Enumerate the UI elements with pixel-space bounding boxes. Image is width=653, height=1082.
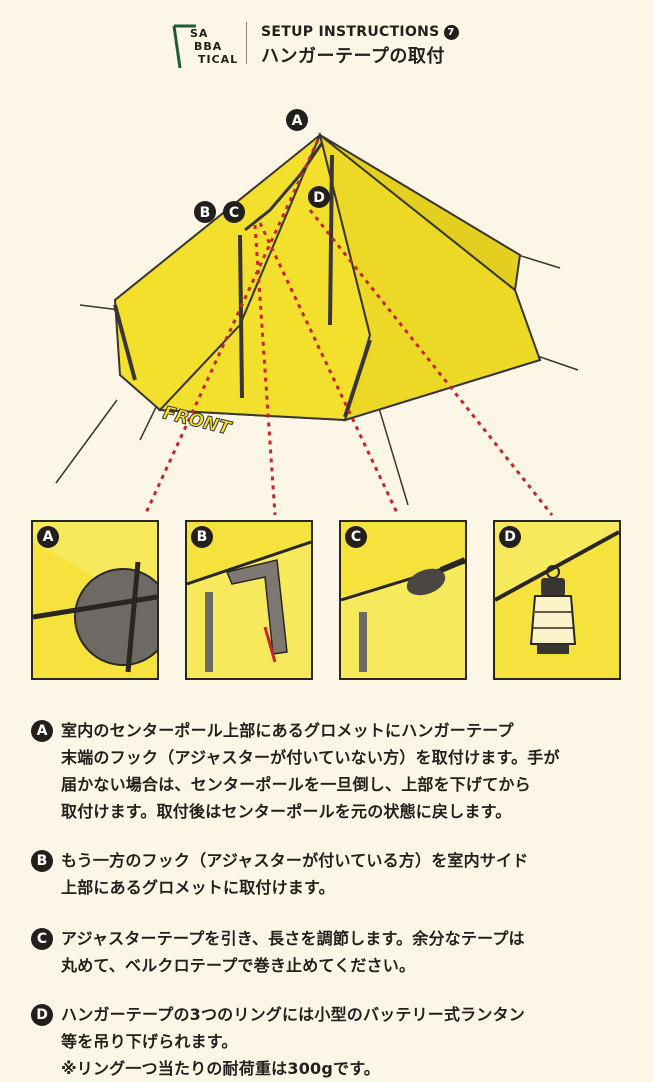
instruction-a-line: 届かない場合は、センターポールを一旦倒し、上部を下げてから — [61, 775, 531, 794]
callout-d: D — [313, 190, 325, 206]
detail-panels: A B C D — [31, 520, 625, 680]
instruction-d-label: D — [31, 1004, 53, 1026]
logo-mark-icon — [172, 24, 196, 68]
instruction-c-line: アジャスターテープを引き、長さを調節します。余分なテープは — [61, 929, 525, 948]
panel-d: D — [493, 520, 621, 680]
panel-b-label: B — [191, 526, 213, 548]
panel-c-label: C — [345, 526, 367, 548]
instruction-d-line: ※リング一つ当たりの耐荷重は300gです。 — [61, 1059, 381, 1078]
instruction-a-line: 室内のセンターポール上部にあるグロメットにハンガーテープ — [61, 721, 514, 740]
instruction-b-label: B — [31, 850, 53, 872]
panel-b: B — [185, 520, 313, 680]
instruction-b: B もう一方のフック（アジャスターが付いている方）を室内サイド 上部にあるグロメ… — [31, 850, 528, 901]
velcro-tape-detail-icon — [341, 557, 465, 678]
adjuster-hook-detail-icon — [187, 540, 311, 678]
panel-c: C — [339, 520, 467, 680]
instruction-b-line: もう一方のフック（アジャスターが付いている方）を室内サイド — [61, 851, 529, 870]
header: SA BBA TICAL SETUP INSTRUCTIONS 7 ハンガーテー… — [168, 22, 459, 68]
instruction-d-line: ハンガーテープの3つのリングには小型のバッテリー式ランタン — [61, 1005, 525, 1024]
panel-a: A — [31, 520, 159, 680]
logo-text-2: BBA — [194, 40, 223, 53]
grommet-hook-detail-icon — [33, 522, 157, 673]
callout-c: C — [229, 205, 239, 221]
brand-logo: SA BBA TICAL — [168, 22, 240, 68]
header-divider — [246, 22, 247, 64]
instruction-c-label: C — [31, 928, 53, 950]
logo-text-3: TICAL — [198, 53, 239, 66]
instruction-a-line: 末端のフック（アジャスターが付いていない方）を取付けます。手が — [61, 748, 560, 767]
instruction-b-line: 上部にあるグロメットに取付けます。 — [61, 878, 335, 897]
instruction-d: D ハンガーテープの3つのリングには小型のバッテリー式ランタン 等を吊り下げられ… — [31, 1004, 525, 1082]
lantern-icon — [495, 522, 619, 654]
title-jp: ハンガーテープの取付 — [261, 46, 445, 67]
panel-d-label: D — [499, 526, 521, 548]
title-en-row: SETUP INSTRUCTIONS 7 — [261, 24, 459, 40]
callout-a: A — [292, 113, 303, 129]
instruction-d-line: 等を吊り下げられます。 — [61, 1032, 238, 1051]
title-en: SETUP INSTRUCTIONS — [261, 24, 440, 40]
instruction-a-line: 取付けます。取付後はセンターポールを元の状態に戻します。 — [61, 802, 512, 821]
callout-b: B — [200, 205, 211, 221]
instruction-a: A 室内のセンターポール上部にあるグロメットにハンガーテープ 末端のフック（アジ… — [31, 720, 560, 825]
panel-a-label: A — [37, 526, 59, 548]
instruction-c-line: 丸めて、ベルクロテープで巻き止めてください。 — [61, 956, 416, 975]
tent-illustration: A B C D FRONT — [55, 109, 579, 516]
instruction-a-label: A — [31, 720, 53, 742]
logo-text-1: SA — [190, 27, 209, 40]
step-number-badge: 7 — [443, 24, 459, 40]
instruction-c: C アジャスターテープを引き、長さを調節します。余分なテープは 丸めて、ベルクロ… — [31, 928, 525, 979]
